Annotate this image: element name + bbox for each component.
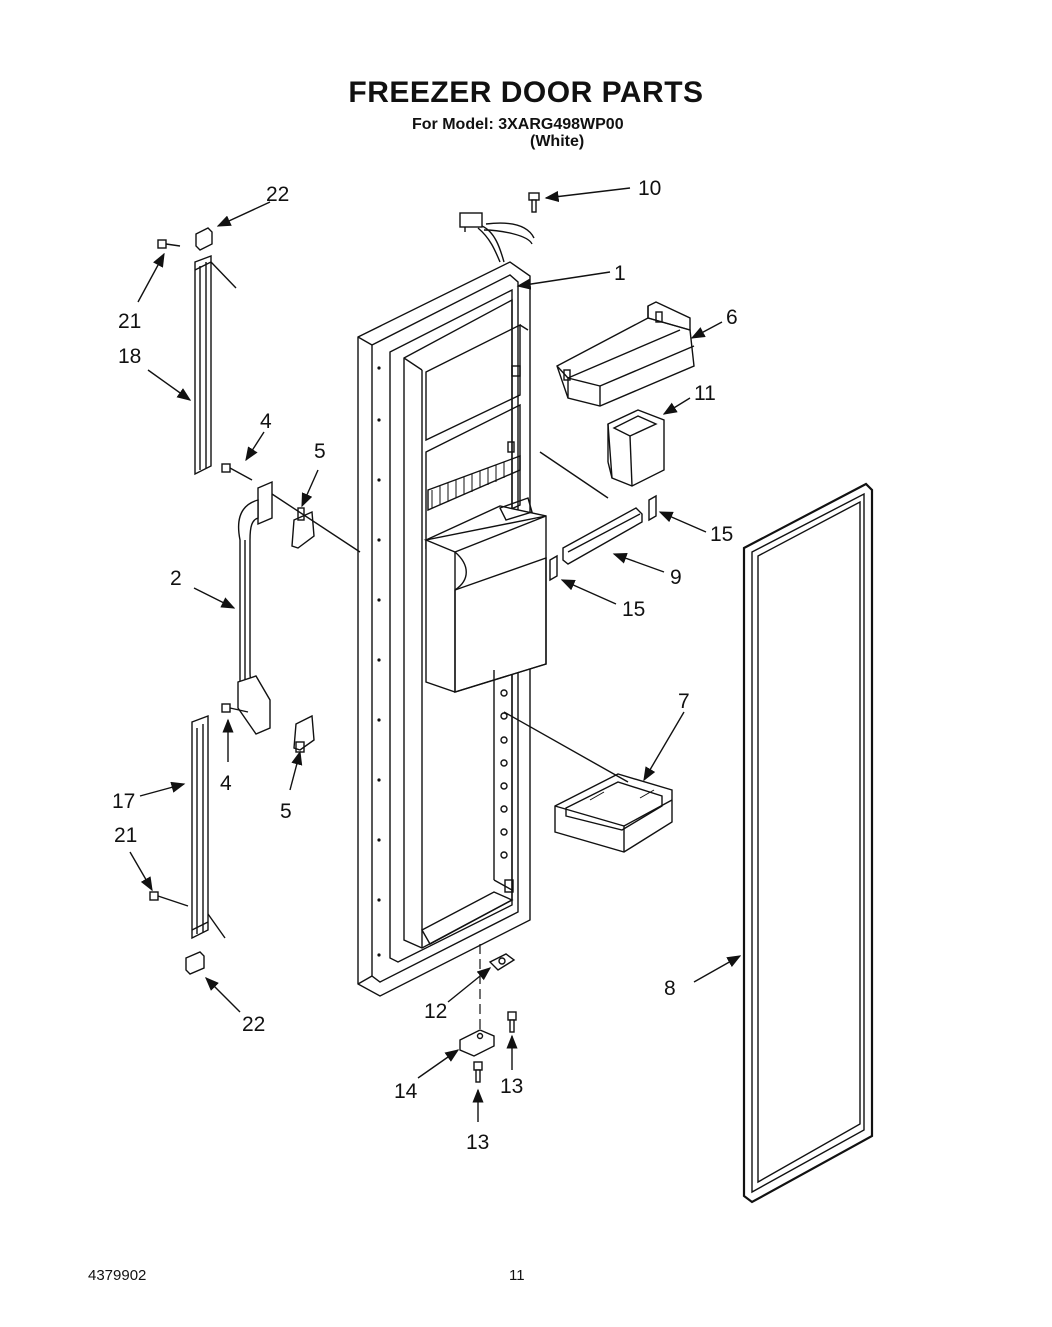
door-handle: [237, 480, 273, 735]
ice-chute: [607, 409, 665, 487]
callout-5-lower: 5: [280, 800, 292, 823]
handle-cover-5-upper: [291, 507, 315, 549]
callout-4-upper: 4: [260, 410, 272, 433]
hinge-bushing-12: [488, 953, 516, 971]
callout-21-upper: 21: [118, 310, 141, 333]
color-line: (White): [530, 133, 585, 150]
page-number: 11: [509, 1267, 525, 1284]
page-title: FREEZER DOOR PARTS: [348, 76, 704, 109]
callout-12: 12: [424, 1000, 447, 1023]
clip-15-lower: [549, 554, 558, 582]
callout-13-upper: 13: [500, 1075, 523, 1098]
callout-7: 7: [678, 690, 690, 713]
screw-4-lower: [221, 703, 249, 713]
shelf-mounting-holes: [500, 689, 508, 859]
handle-guide-line: [271, 493, 361, 553]
model-line: For Model: 3XARG498WP00: [412, 116, 624, 133]
callout-1: 1: [614, 262, 626, 285]
callout-4-lower: 4: [220, 772, 232, 795]
callout-10: 10: [638, 177, 661, 200]
handle-cover-5-lower: [293, 714, 315, 753]
freezer-door: [357, 261, 547, 997]
clip-15-upper: [648, 494, 657, 522]
door-bin-lower: [554, 773, 673, 853]
callout-9: 9: [670, 566, 682, 589]
callout-11: 11: [694, 382, 716, 405]
callout-15-lower: 15: [622, 598, 645, 621]
end-cap-22-lower: [185, 951, 205, 975]
callout-22-lower: 22: [242, 1013, 265, 1036]
door-bin-upper: [556, 301, 695, 407]
ice-chute-grille: [427, 454, 521, 512]
screw-21-lower: [149, 891, 189, 907]
callout-21-lower: 21: [114, 824, 137, 847]
door-gasket: [742, 482, 874, 1204]
end-cap-22-upper: [195, 227, 213, 251]
callout-labels: 10 1 6 11 15 9 15 7 8 22 21 18 4 5 2 4 5…: [112, 177, 738, 1154]
trim-strip: [562, 507, 643, 565]
callout-18: 18: [118, 345, 141, 368]
callout-8: 8: [664, 977, 676, 1000]
screw-4-upper: [221, 463, 253, 481]
door-edge-holes: [377, 366, 381, 957]
screw-13-lower: [473, 1061, 483, 1083]
wire-harness: [459, 212, 535, 263]
callout-14: 14: [394, 1080, 418, 1103]
callout-2: 2: [170, 567, 182, 590]
hinge-bracket-14: [459, 1029, 495, 1057]
callout-17: 17: [112, 790, 135, 813]
upper-side-trim: [194, 254, 237, 476]
lower-side-trim: [191, 714, 226, 940]
screw-13-upper: [507, 1011, 517, 1033]
screw-10: [528, 192, 540, 213]
document-number: 4379902: [88, 1267, 147, 1284]
callout-22-upper: 22: [266, 183, 289, 206]
leader-lines: [129, 187, 742, 1122]
callout-5-upper: 5: [314, 440, 326, 463]
callout-6: 6: [726, 306, 738, 329]
callout-15-upper: 15: [710, 523, 733, 546]
screw-21-upper: [157, 239, 181, 249]
callout-13-lower: 13: [466, 1131, 489, 1154]
